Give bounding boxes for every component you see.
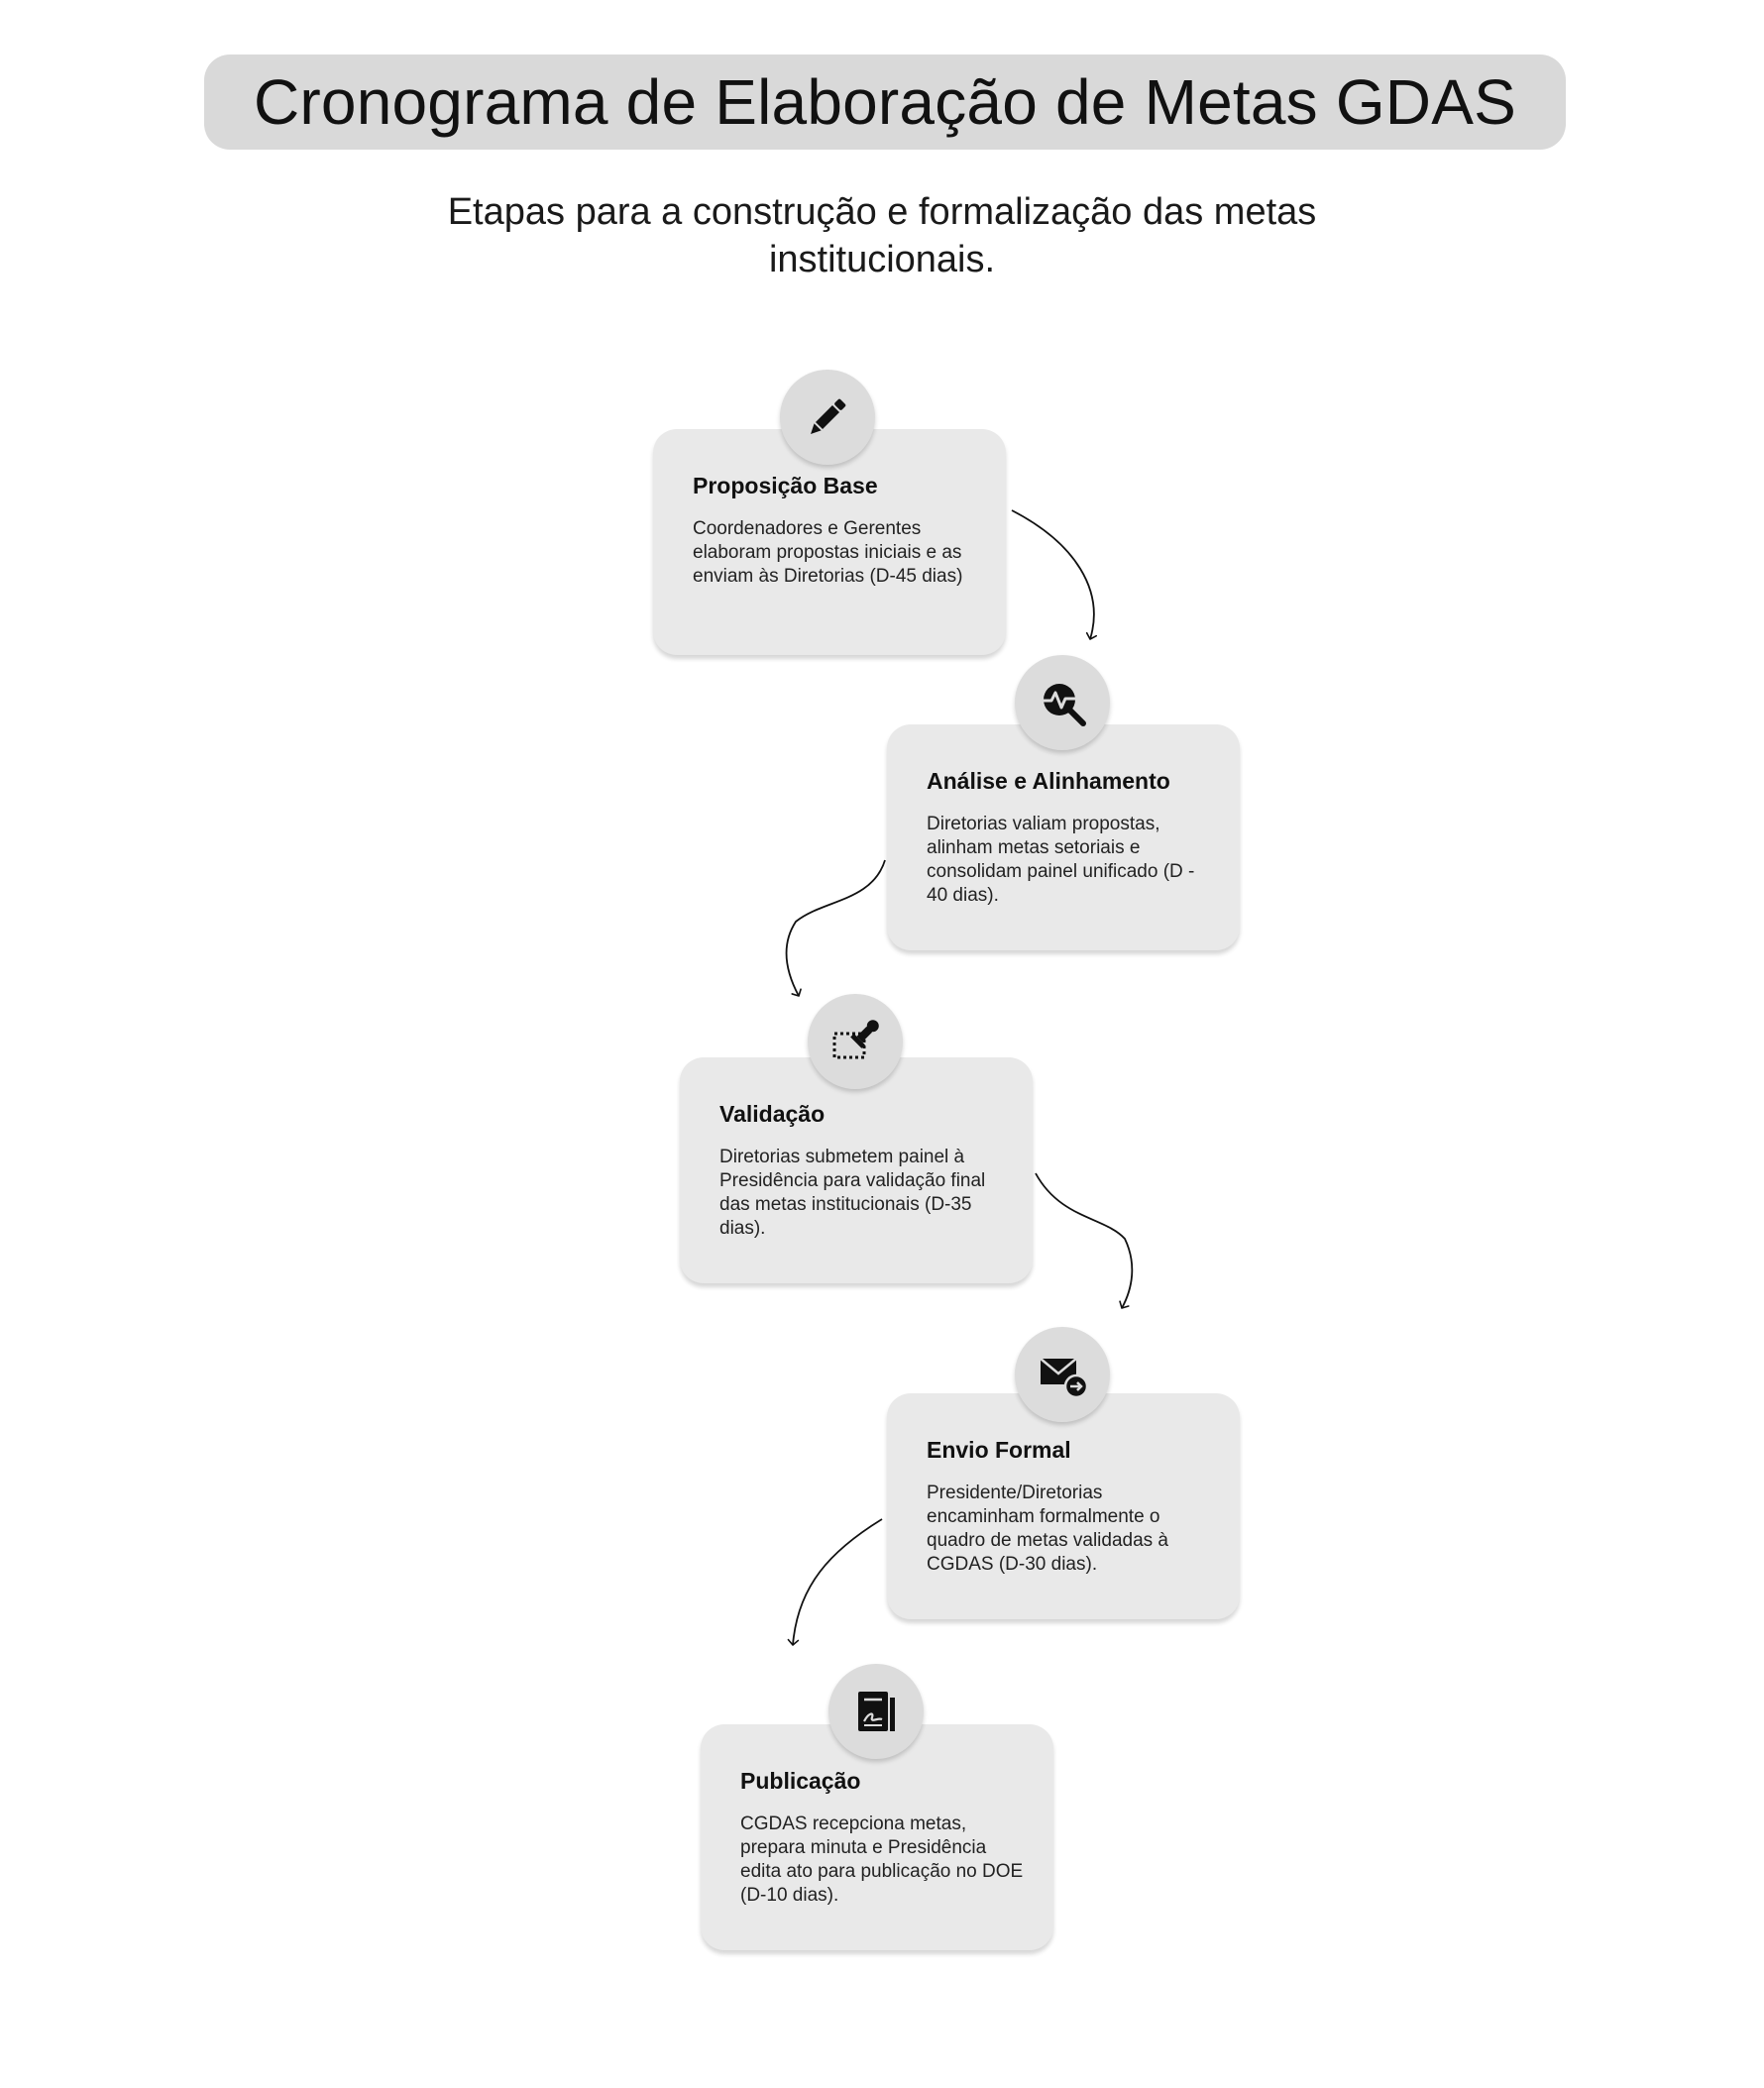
step-icon-badge xyxy=(780,370,875,465)
step-title: Envio Formal xyxy=(927,1437,1071,1463)
connector-arrow xyxy=(785,859,886,997)
document-signed-icon xyxy=(858,1692,895,1731)
page-title: Cronograma de Elaboração de Metas GDAS xyxy=(253,66,1517,138)
magnifier-pulse-icon xyxy=(1043,684,1086,726)
step-card-analise-alinhamento: Análise e Alinhamento Diretorias valiam … xyxy=(887,724,1240,950)
step-icon-badge xyxy=(808,994,903,1089)
step-title: Análise e Alinhamento xyxy=(927,768,1170,794)
step-description: CGDAS recepciona metas, prepara minuta e… xyxy=(740,1813,1024,1906)
step-card-publicacao: Publicação CGDAS recepciona metas, prepa… xyxy=(701,1724,1053,1950)
step-title: Proposição Base xyxy=(693,473,878,498)
step-description: Diretorias valiam propostas, alinham met… xyxy=(927,814,1195,906)
connector-arrow xyxy=(1011,509,1098,640)
step-card-validacao: Validação Diretorias submetem painel à P… xyxy=(680,1057,1033,1283)
connector-arrow xyxy=(1035,1172,1134,1309)
step-icon-badge xyxy=(828,1664,924,1759)
mail-send-icon xyxy=(1040,1358,1089,1399)
step-description: Diretorias submetem painel à Presidência… xyxy=(719,1147,986,1239)
step-title: Publicação xyxy=(740,1768,861,1794)
step-icon-badge xyxy=(1015,655,1110,750)
stamp-icon xyxy=(832,1020,879,1059)
step-title: Validação xyxy=(719,1101,826,1127)
title-banner: Cronograma de Elaboração de Metas GDAS xyxy=(204,55,1566,150)
pencil-icon xyxy=(811,398,846,434)
step-description: Coordenadores e Gerentes elaboram propos… xyxy=(693,518,963,587)
step-description: Presidente/Diretorias encaminham formalm… xyxy=(927,1483,1168,1575)
page-subtitle: Etapas para a construção e formalização … xyxy=(447,191,1317,280)
step-card-proposicao-base: Proposição Base Coordenadores e Gerentes… xyxy=(653,429,1006,655)
step-icon-badge xyxy=(1015,1327,1110,1422)
step-card-envio-formal: Envio Formal Presidente/Diretorias encam… xyxy=(887,1393,1240,1619)
connector-arrow xyxy=(787,1518,883,1646)
